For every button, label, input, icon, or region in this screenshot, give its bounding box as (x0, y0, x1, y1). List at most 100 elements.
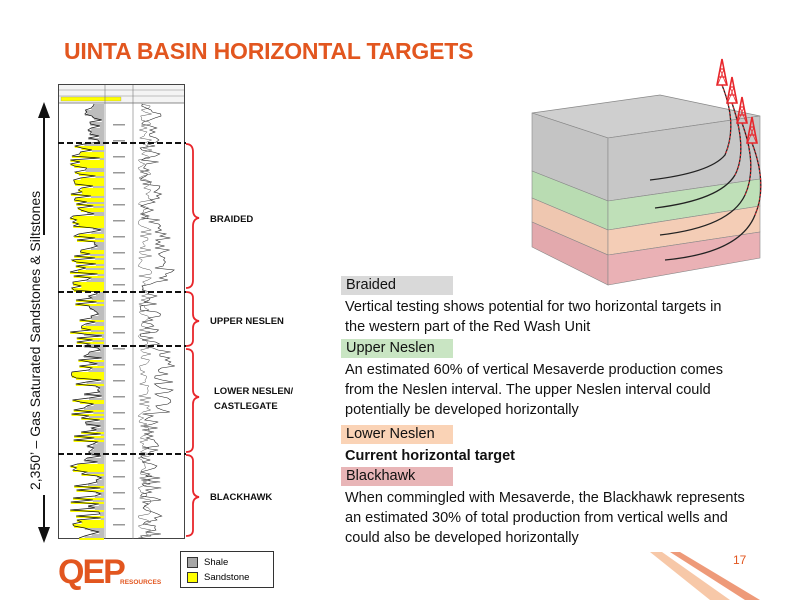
shale-fill (94, 508, 104, 510)
shale-fill (86, 168, 104, 170)
depth-tick (113, 492, 125, 494)
shale-fill (97, 348, 104, 350)
sand-fill (76, 468, 104, 470)
depth-tick (113, 156, 125, 158)
text-line: When commingled with Mesaverde, the Blac… (345, 490, 745, 506)
shale-fill (88, 354, 104, 356)
tag-blackhawk: Blackhawk (341, 467, 453, 486)
zone-label-lower-neslen: LOWER NESLEN/ CASTLEGATE (214, 386, 294, 412)
shale-fill (91, 368, 104, 370)
shale-fill (97, 482, 104, 484)
text-line: Current horizontal target (345, 448, 515, 464)
sand-fill (73, 216, 104, 218)
text-line: could also be developed horizontally (345, 530, 579, 546)
shale-fill (97, 246, 104, 248)
shale-fill (94, 244, 104, 246)
sand-fill (80, 402, 104, 404)
shale-fill (93, 404, 104, 406)
sand-fill (81, 188, 104, 190)
depth-tick (113, 380, 125, 382)
shale-fill (94, 438, 104, 440)
sand-fill (81, 192, 104, 194)
zone-label-blackhawk: BLACKHAWK (210, 492, 273, 503)
shale-fill (92, 500, 104, 502)
shale-fill (99, 142, 104, 144)
derrick-icon (726, 76, 738, 104)
sand-fill (77, 464, 104, 466)
sand-fill (80, 162, 104, 164)
shale-fill (91, 298, 104, 300)
depth-tick (113, 476, 125, 478)
sand-fill (76, 262, 104, 264)
thickness-arrow (38, 102, 50, 543)
shale-fill (93, 186, 104, 188)
shale-fill (85, 110, 104, 112)
shale-fill (91, 196, 104, 198)
shale-fill (91, 330, 104, 332)
legend-label: Sandstone (204, 572, 250, 583)
zone-label-braided: BRAIDED (210, 214, 254, 225)
shale-fill (101, 396, 104, 398)
shale-fill (97, 462, 104, 464)
shale-fill (91, 318, 104, 320)
shale-fill (86, 472, 104, 474)
shale-fill (88, 506, 104, 508)
shale-fill (95, 322, 104, 324)
depth-tick (113, 220, 125, 222)
lithology-legend: Shale Sandstone (180, 551, 274, 588)
well-log-chart (58, 84, 185, 540)
shale-fill (91, 232, 104, 234)
sand-fill (72, 372, 104, 374)
shale-fill (100, 434, 104, 436)
shale-fill (93, 206, 104, 208)
shale-fill (90, 278, 104, 280)
shale-fill (97, 364, 104, 366)
sand-fill (74, 182, 104, 184)
shale-fill (91, 534, 104, 536)
sand-fill (78, 224, 104, 226)
text-line: An estimated 60% of vertical Mesaverde p… (345, 362, 723, 378)
sand-fill (81, 250, 104, 252)
shale-fill (92, 116, 104, 118)
shale-fill (96, 480, 104, 482)
sand-fill (81, 286, 104, 288)
shale-fill (100, 350, 104, 352)
shale-fill (85, 422, 104, 424)
sand-fill (70, 466, 104, 468)
shale-fill (99, 126, 104, 128)
shale-fill (87, 458, 104, 460)
shale-fill (84, 528, 104, 530)
shale-fill (86, 202, 104, 204)
shale-fill (97, 442, 104, 444)
depth-tick (113, 428, 125, 430)
depth-tick (113, 348, 125, 350)
derrick-icon (746, 116, 758, 144)
shale-fill (97, 274, 104, 276)
legend-item-shale: Shale (187, 556, 228, 570)
shale-fill (100, 488, 104, 490)
sand-fill (78, 190, 104, 192)
shale-fill (96, 430, 104, 432)
shale-fill (98, 314, 104, 316)
depth-tick (113, 140, 125, 142)
sand-fill (76, 490, 104, 492)
shale-fill (97, 390, 104, 392)
blackhawk-description: When commingled with Mesaverde, the Blac… (345, 488, 795, 548)
depth-tick (113, 204, 125, 206)
svg-text:RESOURCES: RESOURCES (120, 579, 162, 586)
shale-fill (100, 456, 104, 458)
sand-fill (74, 236, 104, 238)
sand-fill (70, 332, 104, 334)
sand-fill (81, 148, 104, 150)
shale-swatch (187, 556, 198, 568)
sand-fill (74, 166, 104, 168)
depth-tick (113, 284, 125, 286)
shale-fill (95, 264, 104, 266)
sand-fill (76, 300, 104, 302)
depth-tick (113, 268, 125, 270)
corner-accent (650, 552, 760, 600)
sand-fill (73, 276, 104, 278)
sand-fill (80, 152, 104, 154)
shale-fill (84, 408, 104, 410)
shale-fill (89, 352, 104, 354)
